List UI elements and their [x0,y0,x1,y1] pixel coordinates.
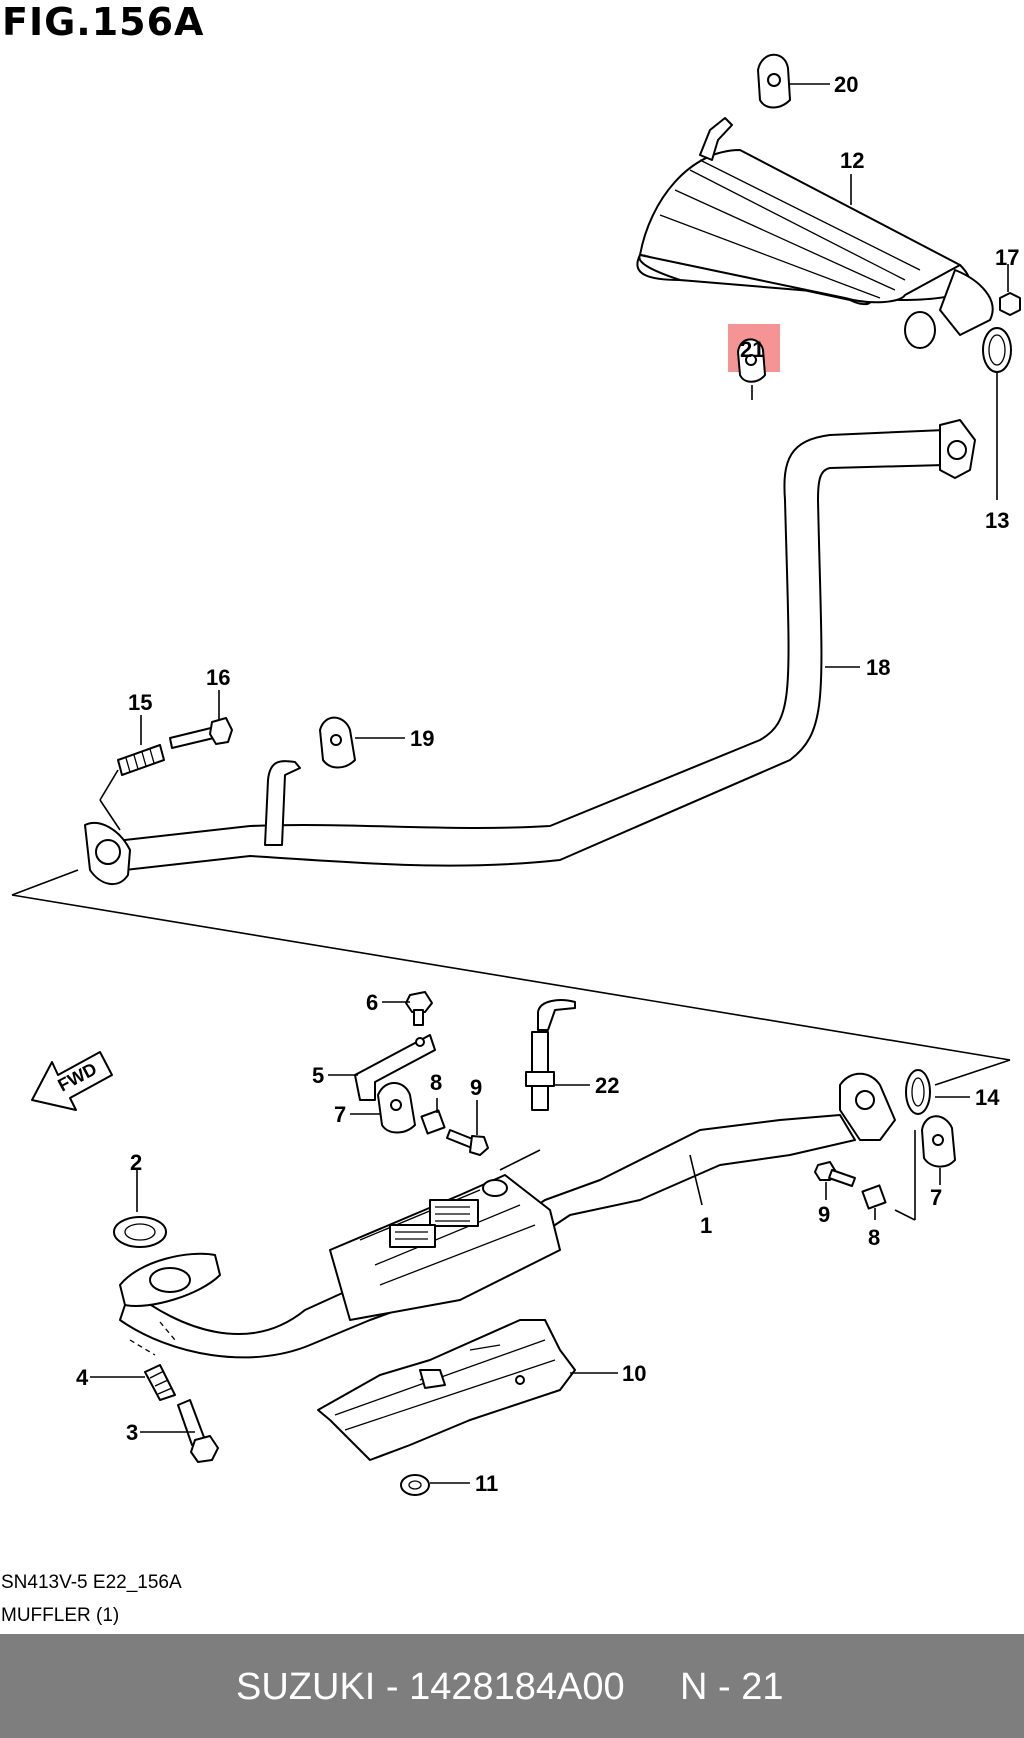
inlet-flange [119,1252,221,1307]
callout-13: 13 [985,508,1009,533]
callout-12: 12 [840,148,864,173]
callout-16: 16 [206,665,230,690]
reference-number: N - 21 [680,1666,784,1708]
callout-21: 21 [740,337,764,362]
callout-5: 5 [312,1063,324,1088]
callout-1: 1 [700,1213,712,1238]
callout-7-left: 7 [334,1102,346,1127]
exhaust-diagram: 20 12 17 21 13 18 19 [11,53,1021,1496]
callout-9-left: 9 [470,1075,482,1100]
spring-15: 15 [99,690,165,831]
callout-11: 11 [475,1471,498,1496]
leader-7-8-right [894,1209,916,1221]
bolt-3: 3 [126,1399,219,1463]
diagram-code: SN413V-5 E22_156A [1,1572,182,1593]
gasket-14: 14 [905,1069,1000,1115]
figure-title: FIG.156A [2,0,205,44]
collar-8-right: 8 [861,1184,887,1250]
part-number: SUZUKI - 1428184A00 [236,1666,625,1708]
bolt-6: 6 [366,990,433,1026]
nut-17: 17 [995,245,1021,316]
callout-18: 18 [866,655,890,680]
muffler-12 [636,117,994,349]
bracket-5: 5 [312,1034,436,1101]
callout-10: 10 [622,1361,646,1386]
hanger-7-left: 7 [334,1082,416,1134]
callout-22: 22 [595,1073,619,1098]
callout-15: 15 [128,690,152,715]
bolt-16: 16 [169,665,233,749]
heat-shield-10: 10 [317,1319,646,1461]
collar-8-left: 8 [420,1070,446,1135]
callout-14: 14 [975,1085,1000,1110]
callout-4: 4 [76,1365,89,1390]
fwd-arrow-icon: FWD [31,1051,113,1111]
oxygen-sensor-22: 22 [499,999,619,1171]
nut-11: 11 [400,1471,498,1496]
callout-7-right: 7 [930,1185,942,1210]
diagram-subtitle: MUFFLER (1) [1,1605,120,1626]
section-line-right [934,1059,1011,1086]
spring-4: 4 [76,1321,176,1401]
hanger-21: 21 [737,337,766,400]
callout-20: 20 [834,72,858,97]
callout-3: 3 [126,1420,138,1445]
front-pipe-1: 1 [119,1072,896,1359]
gasket-2: 2 [113,1150,167,1248]
section-line-left [11,869,79,896]
section-line-top [11,894,1011,1061]
bolt-9-left: 9 [446,1075,489,1156]
callout-8-left: 8 [430,1070,442,1095]
bolt-9-right: 9 [814,1161,856,1227]
callout-2: 2 [130,1150,142,1175]
gasket-13: 13 [982,327,1012,533]
hanger-20: 20 [757,53,858,109]
hanger-19: 19 [319,716,434,769]
callout-6: 6 [366,990,378,1015]
footer-bar: SUZUKI - 1428184A00 N - 21 [0,1634,1024,1738]
center-pipe-18: 18 [84,419,976,885]
hanger-7-right: 7 [921,1115,956,1210]
callout-19: 19 [410,726,434,751]
callout-9-right: 9 [818,1202,830,1227]
callout-8-right: 8 [868,1225,880,1250]
callout-17: 17 [995,245,1019,270]
